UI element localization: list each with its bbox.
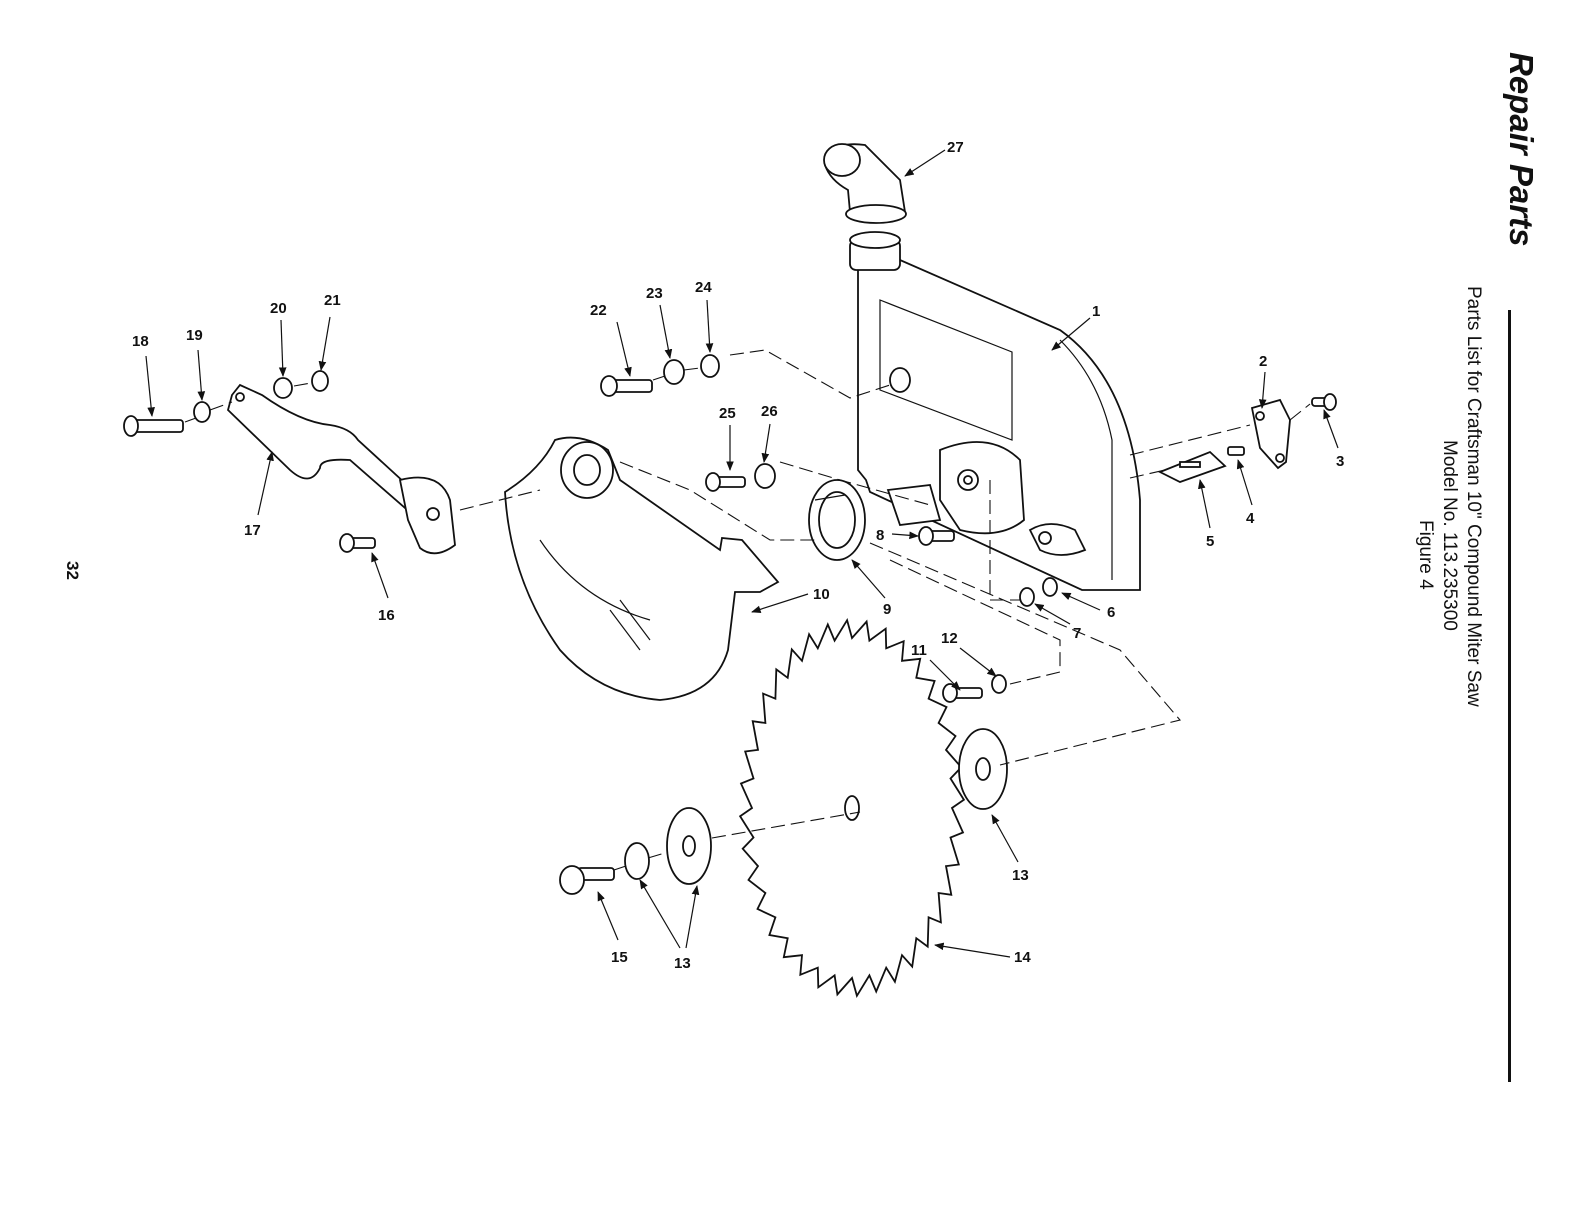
callout-3: 3 <box>1336 453 1344 470</box>
spring-plate <box>808 479 866 561</box>
callout-16: 16 <box>378 607 395 624</box>
callout-6: 6 <box>1107 604 1115 621</box>
callout-4: 4 <box>1246 510 1255 527</box>
callout-12: 12 <box>941 630 958 647</box>
figure-label: Figure 4 <box>1415 520 1436 590</box>
callout-17: 17 <box>244 522 261 539</box>
callout-15: 15 <box>611 949 628 966</box>
bracket <box>1250 398 1291 470</box>
lower-blade-guard <box>504 436 780 701</box>
callout-5: 5 <box>1206 533 1214 550</box>
model-number: Model No. 113.235300 <box>1439 440 1460 631</box>
screws <box>123 375 1337 895</box>
callout-2: 2 <box>1259 353 1267 370</box>
callout-10: 10 <box>813 586 830 603</box>
callout-1: 1 <box>1092 303 1100 320</box>
upper-blade-guard <box>849 231 1141 591</box>
callout-11: 11 <box>911 642 927 659</box>
page-title: Repair Parts <box>1503 52 1540 247</box>
page-number: 32 <box>63 561 82 580</box>
dust-elbow <box>823 143 907 224</box>
callout-9: 9 <box>883 601 891 618</box>
callout-19: 19 <box>186 327 203 344</box>
callout-8: 8 <box>876 527 884 544</box>
assembly-lines <box>184 349 1311 871</box>
callout-21: 21 <box>324 292 341 309</box>
leader-arrows <box>145 149 1339 958</box>
saw-blade <box>738 617 966 999</box>
callout-14: 14 <box>1014 949 1031 966</box>
callout-24: 24 <box>695 279 712 296</box>
parts-list-title: Parts List for Craftsman 10" Compound Mi… <box>1463 286 1484 707</box>
callout-25: 25 <box>719 405 736 422</box>
callout-20: 20 <box>270 300 287 317</box>
link-arm <box>226 383 456 555</box>
callout-27: 27 <box>947 139 964 156</box>
callout-23: 23 <box>646 285 663 302</box>
callout-22: 22 <box>590 302 607 319</box>
callout-7: 7 <box>1073 625 1081 642</box>
callout-labels: 1 2 3 4 5 6 7 8 9 10 11 12 13 14 15 13 1… <box>132 139 1344 972</box>
clip-plate <box>1157 450 1227 483</box>
callout-13b: 13 <box>674 955 691 972</box>
callout-13a: 13 <box>1012 867 1029 884</box>
callout-18: 18 <box>132 333 149 350</box>
header-rule <box>1508 310 1511 1082</box>
washers <box>193 354 1058 885</box>
callout-26: 26 <box>761 403 778 420</box>
